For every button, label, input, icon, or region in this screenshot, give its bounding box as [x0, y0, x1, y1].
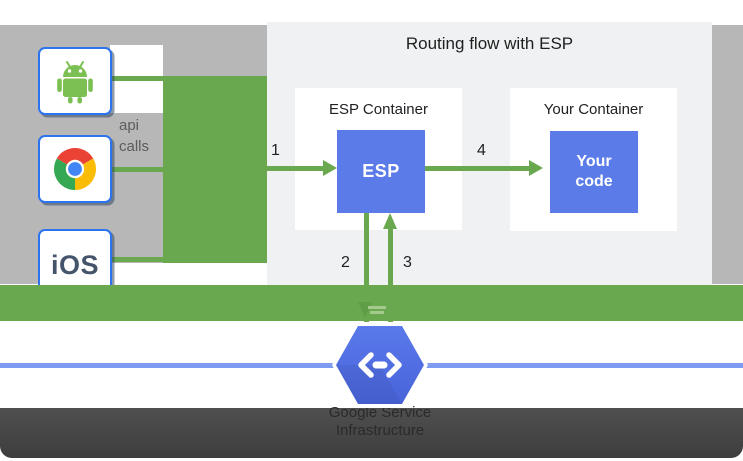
android-robot-icon	[57, 61, 93, 104]
flow-arrowhead-1	[323, 160, 337, 176]
api-calls-annotation: api calls	[119, 117, 150, 155]
esp-box-label: ESP	[362, 161, 400, 181]
band-dash	[370, 311, 384, 314]
chrome-logo-icon	[53, 147, 97, 190]
chrome-connector-line	[108, 167, 165, 172]
footer-band	[0, 408, 743, 458]
ios-connector-line	[108, 257, 165, 262]
step-label-2: 2	[341, 254, 350, 271]
step-label-1: 1	[271, 142, 280, 159]
green-aggregator-column	[163, 76, 267, 263]
flow-line-1	[267, 166, 325, 171]
your-container-title: Your Container	[543, 101, 644, 118]
flow-line-3	[388, 228, 393, 330]
your-code-label: Your code	[575, 153, 613, 190]
step-label-3: 3	[403, 254, 412, 271]
flow-line-2	[364, 213, 369, 330]
your-code-box: Your code	[550, 131, 638, 213]
panel-title: Routing flow with ESP	[405, 34, 574, 53]
android-connector-line	[108, 76, 165, 81]
ios-label: iOS	[50, 249, 99, 280]
flow-arrowhead-4	[529, 160, 543, 176]
band-dash	[368, 306, 386, 309]
chrome-client-box	[38, 135, 112, 203]
flow-line-4	[425, 166, 530, 171]
android-client-box	[38, 47, 112, 115]
esp-container-title: ESP Container	[329, 101, 428, 118]
step-label-4: 4	[477, 142, 486, 159]
cloud-endpoints-hexagon-icon	[332, 322, 428, 408]
right-backdrop	[712, 25, 743, 284]
flow-arrowhead-3	[383, 213, 397, 229]
service-label: Google Service Infrastructure	[328, 404, 432, 439]
esp-box: ESP	[337, 130, 425, 213]
backdrop-cutout	[110, 263, 267, 284]
flow-arrowhead-2	[358, 302, 372, 318]
